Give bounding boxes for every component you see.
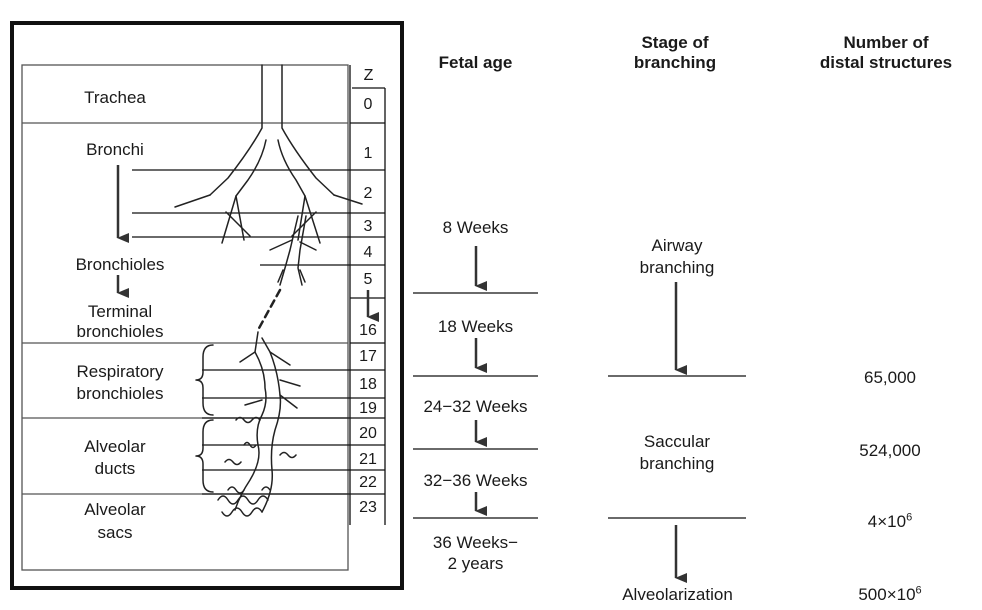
- header-generation: Z: [352, 67, 385, 85]
- stage-saccular-line1: Saccular: [612, 432, 742, 452]
- distal-count-base: 500×10: [858, 585, 915, 604]
- distal-count-65000: 65,000: [830, 368, 950, 388]
- generation-number: 4: [352, 244, 384, 262]
- label-respiratory-bronchioles-line2: bronchioles: [55, 384, 185, 404]
- stage-saccular-line2: branching: [612, 454, 742, 474]
- generation-number: 5: [352, 271, 384, 289]
- fetal-age-24-32-weeks: 24−32 Weeks: [413, 397, 538, 417]
- stage-airway-line2: branching: [612, 258, 742, 278]
- label-trachea: Trachea: [55, 88, 175, 108]
- generation-number: 1: [352, 145, 384, 163]
- generation-number: 22: [352, 474, 384, 492]
- generation-number: 19: [352, 400, 384, 418]
- fetal-age-8-weeks: 8 Weeks: [413, 218, 538, 238]
- generation-number: 3: [352, 218, 384, 236]
- distal-count-4e6: 4×106: [830, 512, 950, 532]
- generation-number: 21: [352, 451, 384, 469]
- label-terminal-bronchioles-line1: Terminal: [55, 302, 185, 322]
- header-fetal-age: Fetal age: [418, 53, 533, 73]
- label-bronchi: Bronchi: [55, 140, 175, 160]
- label-terminal-bronchioles-line2: bronchioles: [55, 322, 185, 342]
- generation-number: 18: [352, 376, 384, 394]
- generation-number: 2: [352, 185, 384, 203]
- generation-number: 23: [352, 499, 384, 517]
- fetal-age-32-36-weeks: 32−36 Weeks: [413, 471, 538, 491]
- header-stage-line2: branching: [610, 53, 740, 73]
- label-alveolar-ducts-line2: ducts: [55, 459, 175, 479]
- stage-alveolarization: Alveolarization: [600, 585, 755, 605]
- distal-count-500e6: 500×106: [830, 585, 950, 605]
- generation-number: 20: [352, 425, 384, 443]
- generation-number: 17: [352, 348, 384, 366]
- airway-tree-illustration: [175, 65, 362, 516]
- fetal-age-36-weeks-line1: 36 Weeks−: [413, 533, 538, 553]
- distal-count-exponent: 6: [906, 511, 912, 523]
- header-distal-line1: Number of: [796, 33, 976, 53]
- distal-count-exponent: 6: [916, 584, 922, 596]
- header-distal-line2: distal structures: [796, 53, 976, 73]
- fetal-age-36-weeks-line2: 2 years: [413, 554, 538, 574]
- fetal-age-18-weeks: 18 Weeks: [413, 317, 538, 337]
- generation-number: 0: [352, 96, 384, 114]
- label-respiratory-bronchioles-line1: Respiratory: [55, 362, 185, 382]
- generation-number: 16: [352, 322, 384, 340]
- distal-count-base: 4×10: [868, 512, 906, 531]
- label-alveolar-sacs-line1: Alveolar: [55, 500, 175, 520]
- label-bronchioles: Bronchioles: [55, 255, 185, 275]
- header-stage-line1: Stage of: [610, 33, 740, 53]
- stage-airway-line1: Airway: [612, 236, 742, 256]
- label-alveolar-sacs-line2: sacs: [55, 523, 175, 543]
- label-alveolar-ducts-line1: Alveolar: [55, 437, 175, 457]
- distal-count-524000: 524,000: [830, 441, 950, 461]
